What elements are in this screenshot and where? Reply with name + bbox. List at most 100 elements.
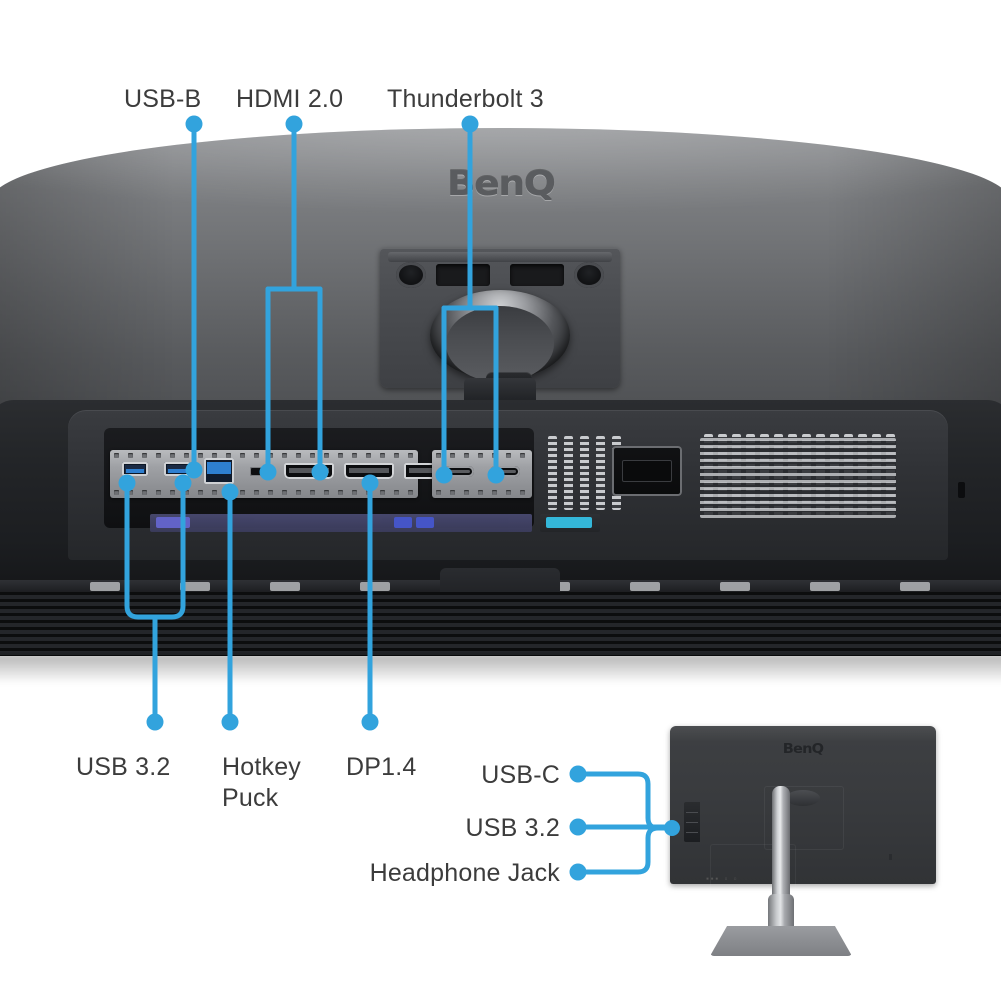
- callout-dot-hotkey-puck[interactable]: [221, 713, 239, 731]
- callout-label-thunderbolt-3: Thunderbolt 3: [387, 85, 544, 113]
- plate-punch-hole: [296, 490, 301, 495]
- vent-column: [548, 436, 557, 510]
- plate-punch-hole: [464, 490, 469, 495]
- power-pin-3: [658, 465, 663, 477]
- osd-joystick-button[interactable]: [958, 482, 965, 498]
- plate-punch-hole: [170, 490, 175, 495]
- port-micro-usb: [250, 467, 272, 476]
- callout-dot-usb-c[interactable]: [569, 765, 587, 783]
- plate-punch-hole: [380, 490, 385, 495]
- vesa-mount-plate: [380, 248, 620, 394]
- plate-punch-hole: [212, 490, 217, 495]
- callout-label-hdmi-20: HDMI 2.0: [236, 85, 344, 113]
- mini-monitor-panel: BenQ ▪▪▪ ▫ ▫: [670, 726, 936, 890]
- callout-label-hotkey-puck: Hotkey Puck: [222, 753, 302, 812]
- plate-punch-hole: [268, 490, 273, 495]
- monitor-drop-shadow: [0, 654, 1001, 684]
- plate-punch-hole: [226, 490, 231, 495]
- vent-column: [580, 436, 589, 510]
- plate-punch-hole: [142, 490, 147, 495]
- plate-punch-hole: [380, 453, 385, 458]
- port-thunderbolt-2: [490, 466, 520, 477]
- stand-mount-ring: [430, 290, 570, 382]
- vent-column: [596, 436, 605, 510]
- plate-punch-hole: [198, 490, 203, 495]
- mini-vesa-outline: [764, 786, 844, 850]
- plate-punch-hole: [296, 453, 301, 458]
- plate-punch-hole: [338, 490, 343, 495]
- port-thunderbolt-1: [444, 466, 474, 477]
- mini-side-port-cluster: [684, 802, 700, 842]
- plate-punch-hole: [114, 490, 119, 495]
- power-pin-1: [630, 465, 635, 477]
- mini-lower-plate: [710, 844, 796, 890]
- plate-punch-hole: [450, 490, 455, 495]
- mini-side-button[interactable]: [889, 854, 892, 860]
- plate-punch-hole: [464, 453, 469, 458]
- plate-punch-hole: [338, 453, 343, 458]
- sticker-badge-left: [156, 517, 190, 528]
- plate-punch-hole: [408, 453, 413, 458]
- plate-punch-hole: [212, 453, 217, 458]
- plate-punch-hole: [492, 453, 497, 458]
- mini-benq-logo: BenQ: [782, 742, 824, 757]
- plate-punch-hole: [436, 453, 441, 458]
- callout-label-usb-32: USB 3.2: [76, 753, 171, 781]
- grille-tab: [900, 582, 930, 591]
- audio-badge: [546, 517, 592, 528]
- grille-tab: [720, 582, 750, 591]
- plate-punch-hole: [366, 453, 371, 458]
- plate-punch-hole: [352, 490, 357, 495]
- plate-punch-hole: [324, 490, 329, 495]
- plate-punch-hole: [156, 453, 161, 458]
- plate-punch-hole: [142, 453, 147, 458]
- plate-punch-hole: [478, 490, 483, 495]
- plate-punch-hole: [492, 490, 497, 495]
- audio-sticker: [540, 514, 600, 532]
- plate-punch-hole: [226, 453, 231, 458]
- plate-punch-hole: [324, 453, 329, 458]
- callout-label-headphone-jack: Headphone Jack: [369, 859, 560, 887]
- callout-dot-headphone-jack[interactable]: [569, 863, 587, 881]
- plate-punch-hole: [506, 490, 511, 495]
- plate-punch-hole: [254, 453, 259, 458]
- benq-logo: BenQ: [446, 164, 556, 204]
- plate-punch-hole: [156, 490, 161, 495]
- grille-tab: [630, 582, 660, 591]
- plate-punch-hole: [436, 490, 441, 495]
- sticker-badge-mid2: [416, 517, 434, 528]
- plate-punch-hole: [352, 453, 357, 458]
- port-usb-b: [204, 458, 234, 484]
- plate-punch-hole: [506, 453, 511, 458]
- port-usb-a-1: [122, 462, 148, 476]
- plate-punch-hole: [310, 490, 315, 495]
- regulatory-sticker: [150, 514, 532, 532]
- port-hdmi-1: [284, 463, 334, 479]
- io-port-plate-main: [110, 450, 454, 498]
- plate-punch-hole: [394, 453, 399, 458]
- callout-label-usb-b: USB-B: [124, 85, 202, 113]
- mini-label-text: ▪▪▪ ▫ ▫: [706, 876, 739, 882]
- plate-punch-hole: [408, 490, 413, 495]
- port-usb-a-2: [164, 462, 190, 476]
- mini-stand-ring: [786, 790, 820, 806]
- vesa-slot-left: [436, 264, 490, 286]
- sticker-badge-mid: [394, 517, 412, 528]
- power-pin-2: [644, 465, 649, 477]
- callout-dot-usb-32-side[interactable]: [569, 818, 587, 836]
- plate-punch-hole: [184, 490, 189, 495]
- plate-punch-hole: [268, 453, 273, 458]
- plate-punch-hole: [240, 453, 245, 458]
- cable-routing-notch: [464, 378, 536, 404]
- grille-tab: [270, 582, 300, 591]
- callout-dot-usb-32[interactable]: [146, 713, 164, 731]
- callout-dot-dp-14[interactable]: [361, 713, 379, 731]
- plate-punch-hole: [128, 453, 133, 458]
- mini-side-port-line-1: [686, 812, 698, 813]
- plate-punch-hole: [310, 453, 315, 458]
- plate-punch-hole: [450, 453, 455, 458]
- plate-punch-hole: [128, 490, 133, 495]
- plate-punch-hole: [254, 490, 259, 495]
- plate-punch-hole: [170, 453, 175, 458]
